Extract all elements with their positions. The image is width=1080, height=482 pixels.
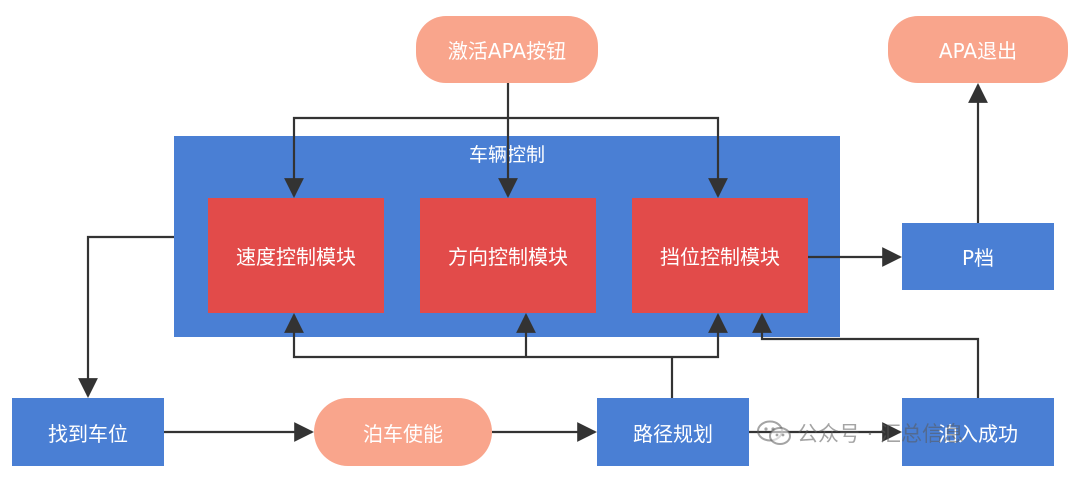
p-gear-node[interactable]: P档 <box>902 223 1054 290</box>
arrow-activate-to-gear <box>508 116 728 198</box>
activate-apa-node[interactable]: 激活APA按钮 <box>416 16 598 83</box>
arrow-feedback-to-speed <box>284 313 672 359</box>
arrow-container-to-find-spot <box>78 235 174 398</box>
arrow-feedback-to-gear <box>672 313 728 359</box>
gear-control-module[interactable]: 挡位控制模块 <box>632 198 808 313</box>
arrow-success-to-gear <box>752 313 980 398</box>
watermark: 公众号 · 汇总信息 <box>757 418 964 448</box>
watermark-text: 公众号 · 汇总信息 <box>797 422 965 446</box>
apa-exit-node[interactable]: APA退出 <box>888 16 1068 83</box>
arrow-activate-to-speed <box>284 116 508 198</box>
parking-success-node[interactable]: 泊入成功 <box>902 398 1054 466</box>
direction-control-module[interactable]: 方向控制模块 <box>420 198 596 313</box>
wechat-icon <box>757 420 791 445</box>
path-planning-node[interactable]: 路径规划 <box>597 398 749 466</box>
speed-control-module[interactable]: 速度控制模块 <box>208 198 384 313</box>
find-spot-node[interactable]: 找到车位 <box>12 398 164 466</box>
parking-enable-node[interactable]: 泊车使能 <box>314 398 492 466</box>
